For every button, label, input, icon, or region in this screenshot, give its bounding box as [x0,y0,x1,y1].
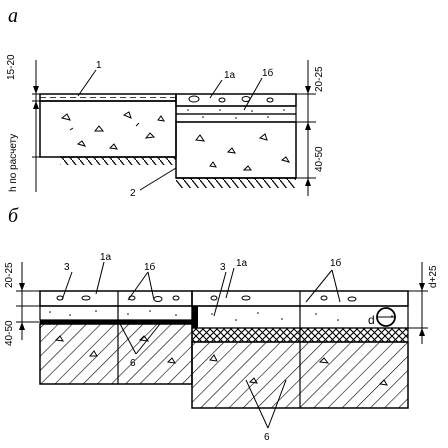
left-slab-a [39,93,177,165]
vertical-label-h: h по расчету [8,134,19,192]
right-dim-top-a: 20-25 [314,66,325,92]
callout-1b: 1б [262,67,274,79]
right-dimension-b [408,262,428,344]
callout-2: 2 [130,188,136,199]
left-dimension-a [32,60,60,192]
callout-3-left: 3 [64,262,70,273]
right-dimension-a [296,60,316,196]
left-slab-b [39,290,193,385]
right-dim-bottom-a: 40-50 [314,146,325,172]
left-dim-label-a: 15-20 [6,54,17,80]
left-dim-top-b: 20-25 [4,262,15,288]
callout-6-left: 6 [130,358,136,369]
callout-1a-right: 1а [236,258,248,269]
callout-leaders-a [77,69,263,191]
right-dim-b: d+25 [428,265,439,288]
panel-label-b: б [8,205,19,227]
right-slab-a [175,93,297,188]
callout-3-right: 3 [220,262,226,273]
panel-label-a: а [8,5,18,27]
left-dim-bottom-b: 40-50 [4,320,15,346]
callout-1b-right: 1б [330,257,342,269]
callout-1a: 1а [224,70,236,81]
callout-1: 1 [96,60,102,71]
right-slab-b [191,290,409,409]
pipe-label: d [368,313,375,327]
callout-leaders-b [61,261,341,429]
callout-1a-left: 1а [100,252,112,263]
callout-1b-left: 1б [144,261,156,273]
callout-6-right: 6 [264,432,270,443]
left-dimension-b [16,262,40,340]
